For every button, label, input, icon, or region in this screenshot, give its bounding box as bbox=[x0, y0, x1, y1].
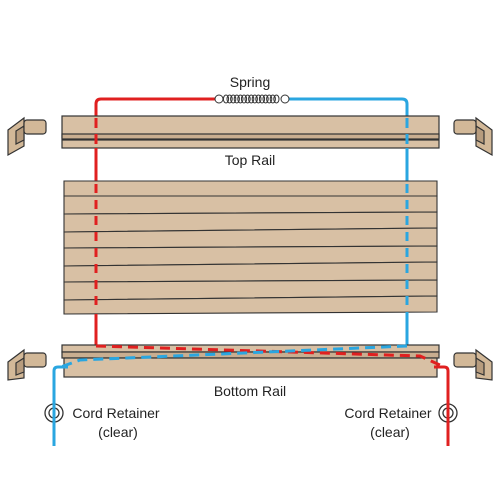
right-top-bracket-icon bbox=[453, 116, 493, 157]
red-cord-exit-right bbox=[434, 365, 450, 446]
spring-coil-loop bbox=[269, 94, 276, 104]
spring-coil-loop bbox=[255, 94, 262, 104]
blue-cord-bottom-rail bbox=[57, 344, 408, 370]
left-bottom-bracket-icon bbox=[7, 348, 47, 381]
right-bottom-bracket-icon bbox=[453, 348, 493, 381]
spring-coil-loop bbox=[248, 94, 255, 104]
top-rail bbox=[61, 115, 440, 149]
spring-coil-loop bbox=[222, 94, 230, 104]
spring-coil-loop bbox=[237, 94, 244, 104]
spring-coil-loop bbox=[273, 94, 280, 104]
blue-cord-exit-left bbox=[52, 365, 68, 446]
spring-label: Spring bbox=[230, 74, 270, 90]
spring-coil-loop bbox=[230, 94, 237, 104]
spring-coil-loop bbox=[251, 94, 258, 104]
left-top-bracket-icon bbox=[7, 116, 47, 157]
red-cord-top bbox=[94, 97, 216, 140]
bottom-rail bbox=[61, 344, 440, 378]
spring-coil-loop bbox=[233, 94, 240, 104]
bottom-rail-label: Bottom Rail bbox=[214, 383, 286, 399]
spring-coil-loop bbox=[244, 94, 251, 104]
cord-retainer-left-note: (clear) bbox=[98, 424, 138, 440]
cord-retainer-right-note: (clear) bbox=[370, 424, 410, 440]
spring-coil-loop bbox=[226, 94, 233, 104]
spring-coil-icon bbox=[214, 94, 290, 104]
spring-coil-loop bbox=[258, 94, 266, 104]
cord-retainer-left-label: Cord Retainer bbox=[72, 405, 159, 421]
blue-cord-top bbox=[286, 97, 409, 140]
cord-retainer-right-label: Cord Retainer bbox=[344, 405, 431, 421]
top-rail-label: Top Rail bbox=[225, 152, 276, 168]
pleated-fabric bbox=[63, 180, 438, 315]
red-cord-bottom-rail bbox=[95, 344, 443, 368]
spring-coil-loop bbox=[266, 94, 273, 104]
spring-coil-loop bbox=[240, 94, 248, 104]
spring-coil-loop bbox=[262, 94, 269, 104]
